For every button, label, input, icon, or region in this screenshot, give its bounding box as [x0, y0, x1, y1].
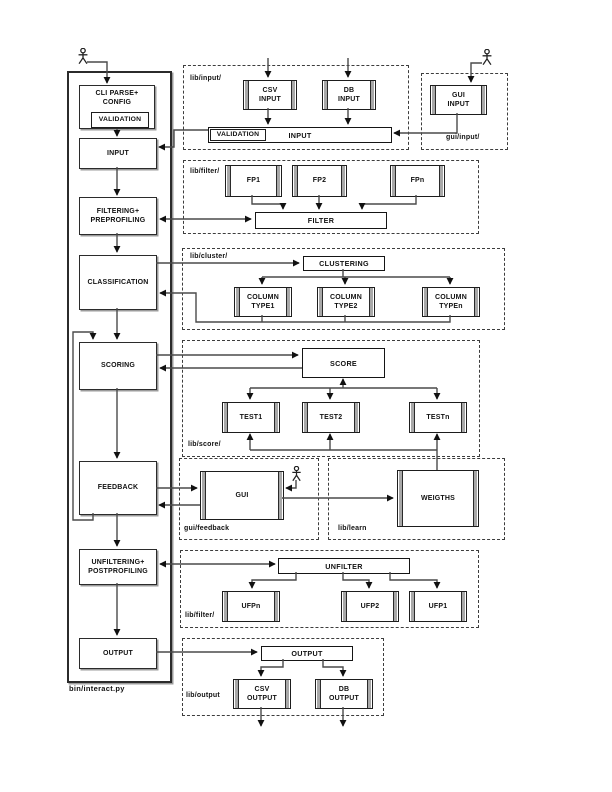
region-gui-feedback-label: gui/feedback — [184, 525, 230, 532]
component-weigths: WEIGTHS — [397, 470, 479, 527]
component-test1: TEST1 — [222, 402, 280, 433]
box-unfiltering-postprofiling: UNFILTERING+ POSTPROFILING — [79, 549, 157, 585]
region-gui-input-label: gui/input/ — [446, 134, 480, 141]
actor-icon — [480, 49, 494, 66]
region-lib-output — [182, 638, 384, 716]
bar-input: INPUT VALIDATION — [208, 127, 392, 143]
actor-icon — [76, 48, 90, 65]
box-cli-parse-config: CLI PARSE+ CONFIG VALIDATION — [79, 85, 155, 129]
bar-validation: VALIDATION — [210, 129, 266, 141]
region-lib-filter-top-label: lib/filter/ — [190, 168, 220, 175]
bar-output: OUTPUT — [261, 646, 353, 661]
box-validation-nested: VALIDATION — [91, 112, 149, 128]
bar-filter: FILTER — [255, 212, 387, 229]
region-lib-cluster — [182, 248, 505, 330]
region-lib-filter-top — [183, 160, 479, 234]
box-filtering-preprofiling: FILTERING+ PREPROFILING — [79, 197, 157, 235]
component-ufpn: UFPn — [222, 591, 280, 622]
region-lib-score-label: lib/score/ — [188, 441, 221, 448]
component-gui: GUI — [200, 471, 284, 520]
component-fpn: FPn — [390, 165, 445, 197]
main-container-label: bin/interact.py — [69, 684, 125, 693]
component-fp2: FP2 — [292, 165, 347, 197]
component-gui-input: GUI INPUT — [430, 85, 487, 115]
actor-icon — [290, 466, 303, 482]
region-lib-output-label: lib/output — [186, 692, 220, 699]
region-gui-feedback — [179, 458, 319, 540]
component-csv-input: CSV INPUT — [243, 80, 297, 110]
component-ufp1: UFP1 — [409, 591, 467, 622]
component-column-type2: COLUMN TYPE2 — [317, 287, 375, 317]
bar-unfilter: UNFILTER — [278, 558, 410, 574]
component-db-output: DB OUTPUT — [315, 679, 373, 709]
component-ufp2: UFP2 — [341, 591, 399, 622]
main-container — [67, 71, 172, 683]
region-lib-score — [182, 340, 480, 457]
bar-clustering: CLUSTERING — [303, 256, 385, 271]
bar-score: SCORE — [302, 348, 385, 378]
component-fp1: FP1 — [225, 165, 282, 197]
box-scoring: SCORING — [79, 342, 157, 390]
box-input: INPUT — [79, 138, 157, 169]
region-lib-filter-bottom — [180, 550, 479, 628]
component-column-typen: COLUMN TYPEn — [422, 287, 480, 317]
region-lib-input — [183, 65, 409, 150]
region-lib-learn — [328, 458, 505, 540]
region-lib-filter-bottom-label: lib/filter/ — [185, 612, 215, 619]
region-lib-input-label: lib/input/ — [190, 75, 222, 82]
component-db-input: DB INPUT — [322, 80, 376, 110]
component-csv-output: CSV OUTPUT — [233, 679, 291, 709]
component-column-type1: COLUMN TYPE1 — [234, 287, 292, 317]
box-classification: CLASSIFICATION — [79, 255, 157, 310]
region-lib-cluster-label: lib/cluster/ — [190, 253, 228, 260]
box-feedback: FEEDBACK — [79, 461, 157, 515]
component-testn: TESTn — [409, 402, 467, 433]
region-lib-learn-label: lib/learn — [338, 525, 367, 532]
box-output: OUTPUT — [79, 638, 157, 669]
region-gui-input — [421, 73, 508, 150]
component-test2: TEST2 — [302, 402, 360, 433]
